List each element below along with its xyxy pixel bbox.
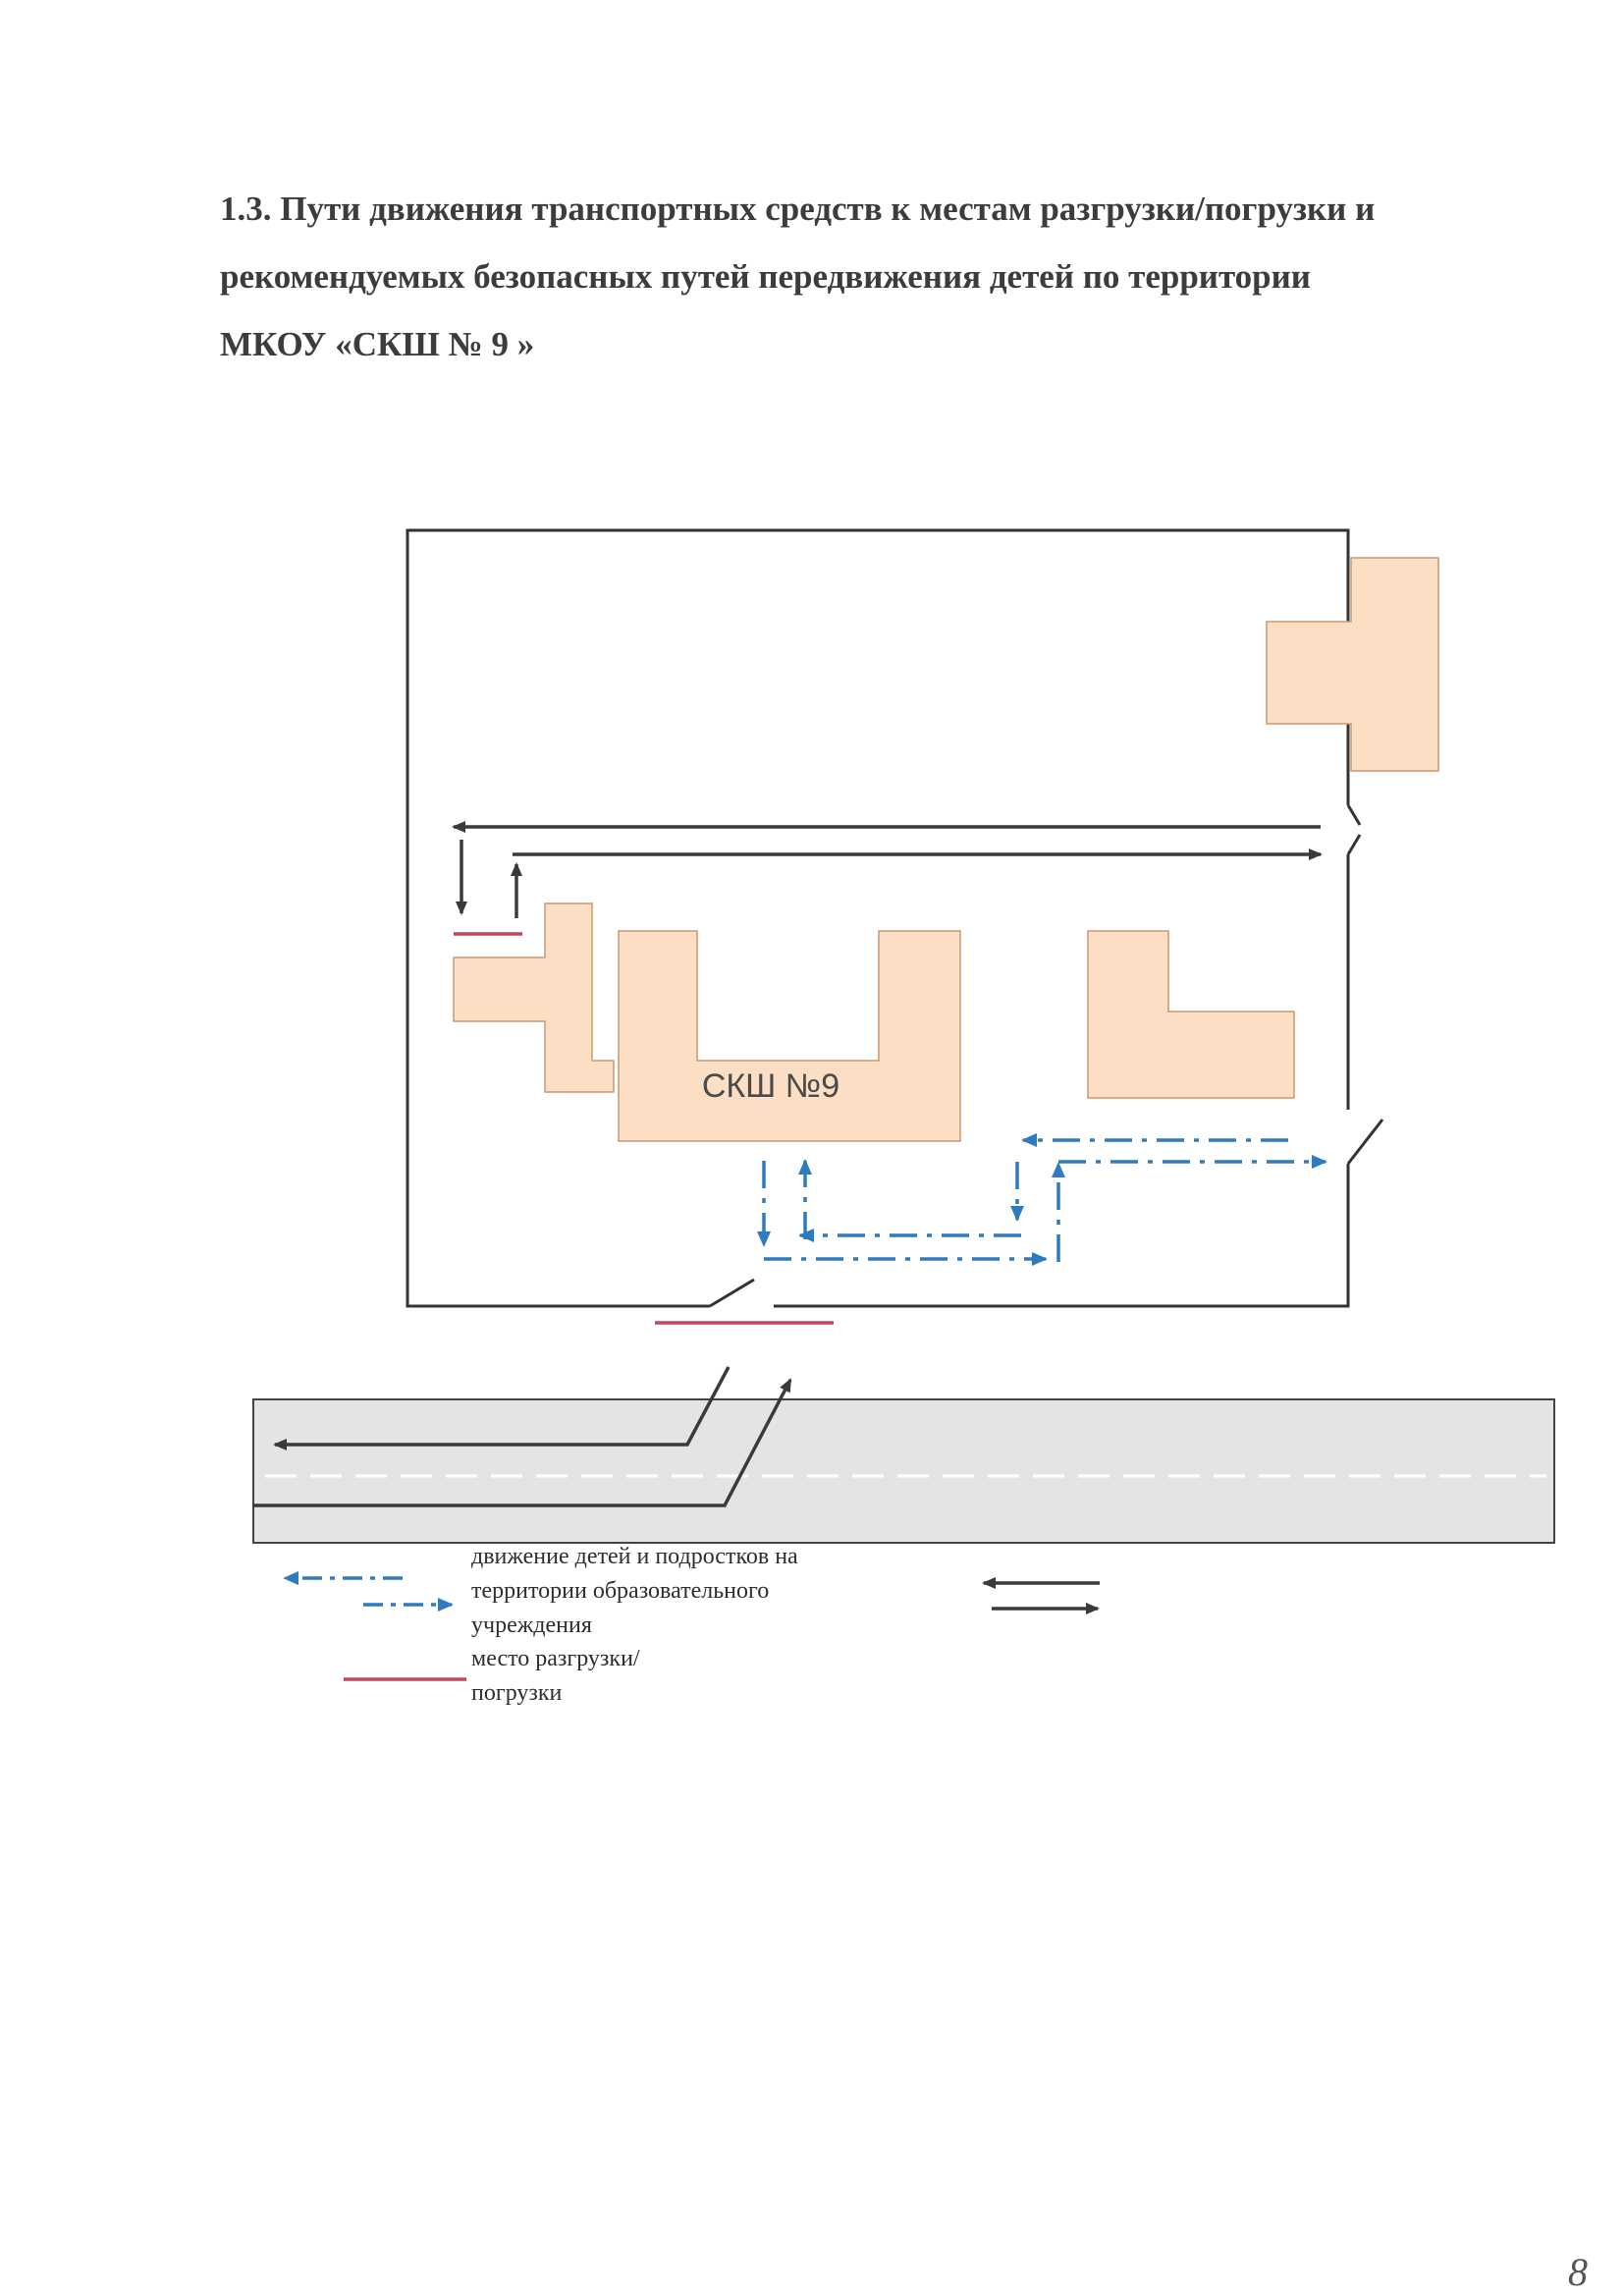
heading-line-3: МКОУ «СКШ № 9 » <box>220 325 535 363</box>
legend-children-text-2: территории образовательного <box>471 1578 770 1604</box>
heading-line-2: рекомендуемых безопасных путей передвиже… <box>220 257 1311 296</box>
legend-children-text-3: учреждения <box>471 1613 592 1638</box>
vehicle-routes <box>452 821 1323 918</box>
legend-loading-text-2: погрузки <box>471 1680 563 1706</box>
page-number: 8 <box>1568 2250 1588 2294</box>
children-paths <box>757 1133 1327 1266</box>
east-gate-upper <box>1346 804 1362 826</box>
road-arrow-out <box>253 1378 792 1507</box>
building-annex-west <box>453 902 615 1093</box>
legend <box>283 1571 1100 1681</box>
page-heading: 1.3. Пути движения транспортных средств … <box>220 175 1555 378</box>
east-gate-lower <box>1346 1119 1384 1165</box>
road <box>252 1366 1555 1544</box>
legend-loading-text-1: место разгрузки/ <box>471 1646 640 1671</box>
school-building-label: СКШ №9 <box>701 1067 840 1105</box>
south-gate <box>709 1278 755 1308</box>
building-east <box>1087 930 1295 1099</box>
school-building <box>618 930 961 1142</box>
legend-children-text-1: движение детей и подростков на <box>471 1544 798 1569</box>
road-arrow-in <box>273 1366 731 1450</box>
building-northeast <box>1266 557 1439 772</box>
heading-line-1: 1.3. Пути движения транспортных средств … <box>220 190 1376 228</box>
